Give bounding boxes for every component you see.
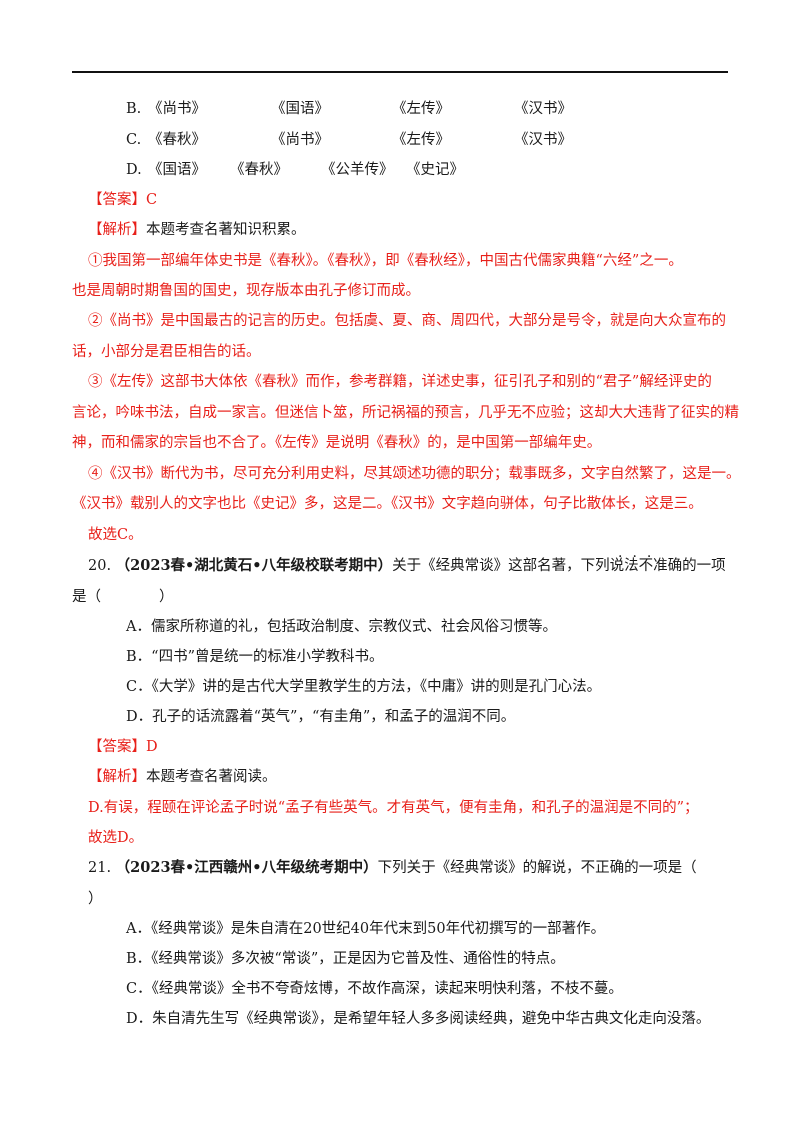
question-number: 20. <box>88 558 112 574</box>
analysis-text: D.有误，程颐在评论孟子时说“孟子有些英气。才有英气，便有圭角，和孔子的温润是不… <box>88 800 699 816</box>
option-item: 《尚书》 <box>148 101 206 117</box>
option-item: 《左传》 <box>392 101 450 117</box>
option-item: 《尚书》 <box>271 132 329 148</box>
question-source: （2023春•江西赣州•八年级统考期中） <box>115 859 378 876</box>
q21-option-a: A．《经典常谈》是朱自清在20世纪40年代末到50年代初撰写的一部著作。 <box>126 921 606 937</box>
analysis-text: ②《尚书》是中国最古的记言的历史。包括虞、夏、商、周四代，大部分是号令，就是向大… <box>88 313 726 329</box>
analysis-text: ①我国第一部编年体史书是《春秋》。《春秋》，即《春秋经》，中国古代儒家典籍“六经… <box>88 253 683 269</box>
option-item: 《汉书》 <box>514 132 572 148</box>
option-letter: B. <box>126 101 142 117</box>
option-item: 《左传》 <box>392 132 450 148</box>
q20-option-d: D．孔子的话流露着“英气”，“有圭角”，和孟子的温润不同。 <box>126 709 516 725</box>
question-text: 关于《经典常谈》这部名著，下列说法 <box>392 558 639 574</box>
analysis-text: 言论，吟味书法，自成一家言。但迷信卜筮，所记祸福的预言，几乎无不应验；这却大大违… <box>72 405 739 421</box>
analysis-text: 《汉书》载别人的文字也比《史记》多，这是二。《汉书》文字趋向骈体，句子比散体长，… <box>72 496 703 512</box>
header-rule <box>72 71 728 73</box>
analysis-text: 神，而和儒家的宗旨也不合了。《左传》是说明《春秋》的，是中国第一部编年史。 <box>72 435 602 451</box>
analysis-line: 【解析】本题考查名著知识积累。 <box>88 220 306 240</box>
emphasized-text: 不准确 <box>638 558 683 574</box>
conclusion: 故选D。 <box>88 830 144 846</box>
answer-value: C <box>146 192 158 208</box>
analysis-text: 话，小部分是君臣相告的话。 <box>72 344 261 360</box>
analysis-text: ④《汉书》断代为书，尽可充分利用史料，尽其颂述功德的职分；载事既多，文字自然繁了… <box>88 466 741 482</box>
question-source: （2023春•湖北黄石•八年级校联考期中） <box>115 557 393 574</box>
q21-option-c: C．《经典常谈》全书不夸奇炫博，不故作高深，读起来明快利落，不枝不蔓。 <box>126 981 623 997</box>
q20-option-a: A．儒家所称道的礼，包括政治制度、宗教仪式、社会风俗习惯等。 <box>126 619 557 635</box>
option-item: 《公羊传》 <box>321 162 394 178</box>
conclusion: 故选C。 <box>88 527 143 543</box>
question-number: 21. <box>88 860 112 876</box>
q21-option-d: D．朱自清先生写《经典常谈》，是希望年轻人多多阅读经典，避免中华古典文化走向没落… <box>126 1011 711 1027</box>
option-item: 《汉书》 <box>514 101 572 117</box>
option-d: D. 《国语》 《春秋》 《公羊传》 《史记》 <box>126 160 464 180</box>
analysis-tag: 【解析】 <box>88 769 146 785</box>
analysis-intro: 本题考查名著阅读。 <box>146 769 277 785</box>
answer-tag: 【答案】 <box>88 192 146 208</box>
option-item: 《史记》 <box>406 162 464 178</box>
answer-tag: 【答案】 <box>88 739 146 755</box>
option-item: 《春秋》 <box>148 132 206 148</box>
q20-stem: 20. （2023春•湖北黄石•八年级校联考期中）关于《经典常谈》这部名著，下列… <box>88 556 726 576</box>
option-item: 《国语》 <box>148 162 206 178</box>
option-c: C. 《春秋》 《尚书》 《左传》 《汉书》 <box>126 130 572 150</box>
analysis-intro: 本题考查名著知识积累。 <box>146 222 306 238</box>
option-letter: C. <box>126 132 142 148</box>
analysis-tag: 【解析】 <box>88 222 146 238</box>
q21-stem-line2: ） <box>88 891 103 907</box>
q20-stem-line2: 是（ ） <box>72 589 174 605</box>
answer-line: 【答案】C <box>88 190 157 210</box>
option-letter: D. <box>126 162 142 178</box>
q20-analysis-line: 【解析】本题考查名著阅读。 <box>88 767 277 787</box>
q20-option-b: B．“四书”曾是统一的标准小学教科书。 <box>126 649 384 665</box>
question-text: 下列关于《经典常谈》的解说，不正确的一项是（ <box>377 860 697 876</box>
q20-answer-line: 【答案】D <box>88 737 158 757</box>
emphasis-dots: ··· <box>618 549 662 565</box>
option-item: 《国语》 <box>271 101 329 117</box>
question-text: 的一项 <box>682 558 726 574</box>
analysis-text: ③《左传》这部书大体依《春秋》而作，参考群籍，详述史事，征引孔子和别的“君子”解… <box>88 374 712 390</box>
q21-stem: 21. （2023春•江西赣州•八年级统考期中）下列关于《经典常谈》的解说，不正… <box>88 858 697 878</box>
option-b: B. 《尚书》 《国语》 《左传》 《汉书》 <box>126 99 572 119</box>
analysis-text: 也是周朝时期鲁国的国史，现存版本由孔子修订而成。 <box>72 283 420 299</box>
option-item: 《春秋》 <box>230 162 288 178</box>
answer-value: D <box>146 739 158 755</box>
q20-option-c: C．《大学》讲的是古代大学里教学生的方法，《中庸》讲的则是孔门心法。 <box>126 679 602 695</box>
q21-option-b: B．《经典常谈》多次被“常谈”，正是因为它普及性、通俗性的特点。 <box>126 951 565 967</box>
